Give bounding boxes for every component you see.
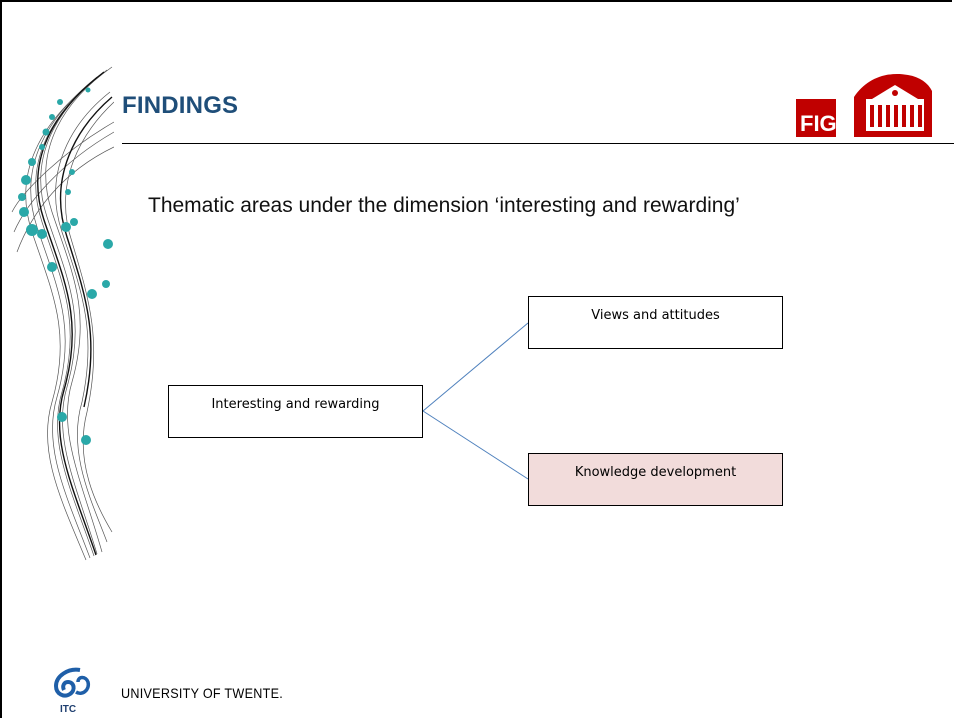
- fig-logo: FIG: [796, 73, 932, 137]
- connector-knowledge: [422, 410, 529, 480]
- diagram-root-node: Interesting and rewarding: [168, 385, 423, 438]
- connector-views: [422, 322, 529, 412]
- svg-text:FIG: FIG: [800, 111, 837, 136]
- title-divider: [122, 143, 954, 144]
- diagram-node-knowledge: Knowledge development: [528, 453, 783, 506]
- slide-subtitle: Thematic areas under the dimension ‘inte…: [148, 194, 740, 217]
- decorative-lines-graphic: [11, 66, 114, 561]
- itc-logo: ITC: [53, 667, 91, 714]
- footer-university: UNIVERSITY OF TWENTE.: [121, 685, 284, 701]
- svg-text:ITC: ITC: [60, 704, 76, 714]
- diagram-node-views: Views and attitudes: [528, 296, 783, 349]
- slide-title: FINDINGS: [122, 92, 239, 119]
